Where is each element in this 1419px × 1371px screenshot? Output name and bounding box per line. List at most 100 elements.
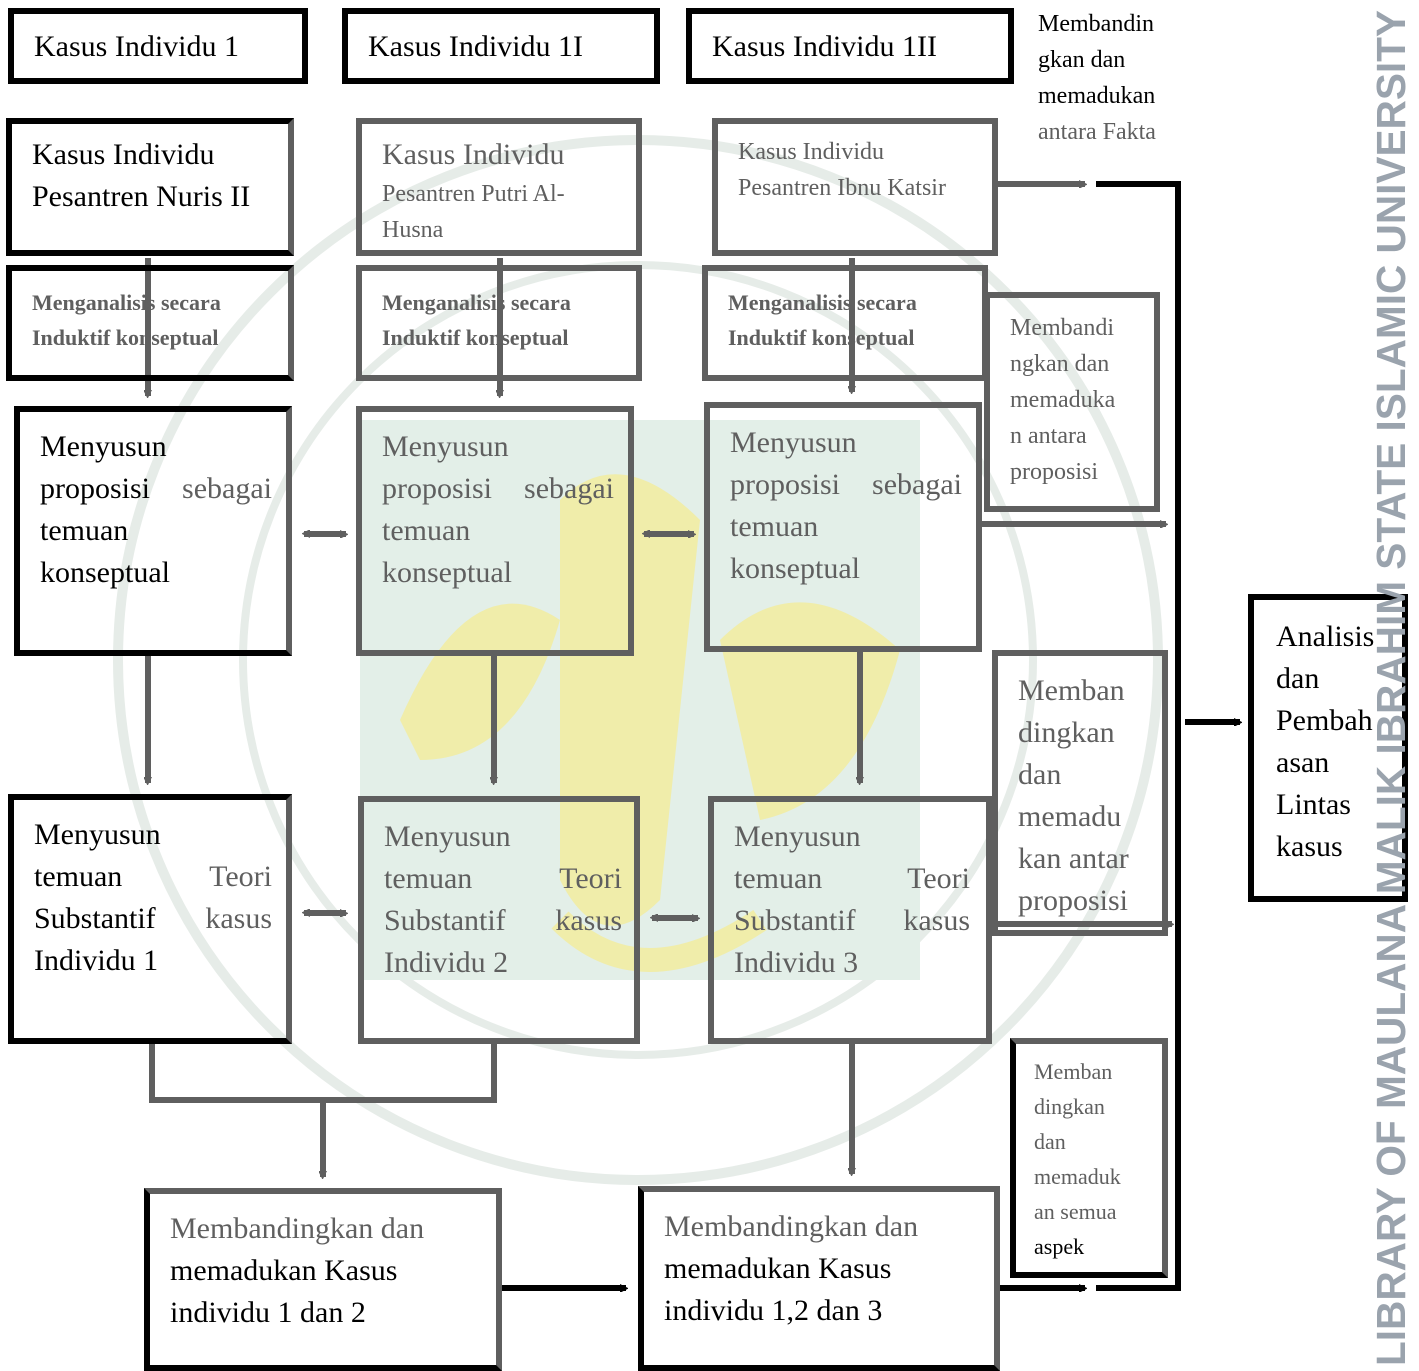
prop-line: konseptual: [40, 556, 170, 589]
note-line: memaduka: [1010, 387, 1116, 413]
note-line: Membandin: [1038, 11, 1154, 37]
analysis-line2: Induktif konseptual: [32, 325, 219, 350]
sub-word: kasus: [205, 902, 272, 935]
prop-line: Menyusun: [382, 430, 509, 463]
note-line: antara Fakta: [1038, 119, 1156, 145]
prop-word: proposisi: [382, 472, 493, 505]
compare-12-text: Membandingkan dan memadukan Kasus indivi…: [170, 1208, 424, 1334]
sub-word: Substantif: [384, 904, 506, 937]
prop-word: sebagai: [872, 468, 962, 501]
prop-word: sebagai: [182, 472, 272, 505]
compare-line: individu 1 dan 2: [170, 1296, 366, 1329]
prop-line: temuan: [40, 514, 129, 547]
sub-row: Substantif kasus: [734, 900, 970, 942]
case-2-text: Kasus Individu Pesantren Putri Al- Husna: [382, 134, 565, 248]
analysis-2-text: Menganalisis secara Induktif konseptual: [382, 285, 571, 355]
sub-word: temuan: [384, 862, 473, 895]
note-2-text: Memban dingkan dan memadu kan antar prop…: [1018, 670, 1129, 922]
note-line: memadu: [1018, 800, 1122, 833]
note-line: dan: [1018, 758, 1062, 791]
note-line: ngkan dan: [1010, 351, 1110, 377]
library-watermark: LIBRARY OF MAULANA MALIK IBRAHIM STATE I…: [1375, 10, 1414, 1366]
case-2-line3: Husna: [382, 217, 444, 243]
note-line: memadukan: [1038, 83, 1156, 109]
analysis-3-text: Menganalisis secara Induktif konseptual: [728, 285, 917, 355]
watermark-text: LIBRARY OF MAULANA MALIK IBRAHIM STATE I…: [1375, 10, 1414, 1366]
note-line: kan antar: [1018, 842, 1129, 875]
prop-word: proposisi: [40, 472, 151, 505]
prop-line: konseptual: [730, 552, 860, 585]
prop-row: proposisi sebagai: [40, 468, 272, 510]
sub-line: Individu 1: [34, 944, 159, 977]
sub-word: kasus: [903, 904, 970, 937]
sub-word: Substantif: [734, 904, 856, 937]
header-case-3: Kasus Individu 1II: [686, 8, 1014, 84]
prop-row: proposisi sebagai: [730, 464, 962, 506]
analysis-1-text: Menganalisis secara Induktif konseptual: [32, 285, 221, 355]
case-box-nuris: Kasus Individu Pesantren Nuris II: [6, 118, 294, 256]
final-line: asan: [1276, 746, 1330, 779]
case-3-line1: Kasus Individu: [738, 139, 884, 165]
note-line: dan: [1034, 1129, 1066, 1154]
note-compare-facts: Membandin gkan dan memadukan antara Fakt…: [1038, 6, 1178, 150]
case-1-text: Kasus Individu Pesantren Nuris II: [32, 134, 250, 218]
analysis-line1: Menganalisis secara: [32, 290, 221, 315]
final-cross-case-analysis: Analisis dan Pembah asan Lintas kasus: [1248, 594, 1408, 902]
case-3-text: Kasus Individu Pesantren Ibnu Katsir: [738, 134, 946, 206]
note-3-text: Memban dingkan dan memaduk an semua aspe…: [1034, 1054, 1121, 1264]
sub-line: Menyusun: [384, 820, 511, 853]
case-2-line2: Pesantren Putri Al-: [382, 181, 565, 207]
note-compare-all-aspects: Memban dingkan dan memaduk an semua aspe…: [1010, 1038, 1168, 1278]
prop-line: Menyusun: [730, 426, 857, 459]
note-line: proposisi: [1010, 459, 1099, 485]
compare-line: memadukan Kasus: [170, 1254, 398, 1287]
header-case-1-label: Kasus Individu 1: [34, 30, 239, 63]
compare-123-text: Membandingkan dan memadukan Kasus indivi…: [664, 1206, 918, 1332]
analysis-box-1: Menganalisis secara Induktif konseptual: [6, 265, 294, 381]
note-line: Membandi: [1010, 315, 1114, 341]
sub-line: Individu 3: [734, 946, 859, 979]
header-case-2: Kasus Individu 1I: [342, 8, 660, 84]
compare-line: individu 1,2 dan 3: [664, 1294, 883, 1327]
final-text: Analisis dan Pembah asan Lintas kasus: [1276, 616, 1374, 868]
final-line: Lintas: [1276, 788, 1351, 821]
note-line: memaduk: [1034, 1164, 1121, 1189]
header-case-2-label: Kasus Individu 1I: [368, 30, 583, 63]
case-box-al-husna: Kasus Individu Pesantren Putri Al- Husna: [356, 118, 642, 256]
sub-word: temuan: [34, 860, 123, 893]
note-line: dingkan: [1018, 716, 1115, 749]
compare-line: memadukan Kasus: [664, 1252, 892, 1285]
proposition-3-text: Menyusun proposisi sebagai temuan konsept…: [730, 422, 962, 590]
prop-word: proposisi: [730, 468, 841, 501]
note-line: Memban: [1034, 1059, 1113, 1084]
compare-box-1-2: Membandingkan dan memadukan Kasus indivi…: [144, 1188, 502, 1371]
final-line: kasus: [1276, 830, 1343, 863]
note-line: an semua: [1034, 1199, 1117, 1224]
analysis-line1: Menganalisis secara: [728, 290, 917, 315]
note-1-text: Membandi ngkan dan memaduka n antara pro…: [1010, 310, 1115, 490]
analysis-box-2: Menganalisis secara Induktif konseptual: [356, 265, 642, 381]
compare-line: Membandingkan dan: [664, 1210, 919, 1243]
prop-line: temuan: [730, 510, 819, 543]
prop-line: konseptual: [382, 556, 512, 589]
case-1-line2: Pesantren Nuris II: [32, 180, 251, 213]
sub-line: Menyusun: [734, 820, 861, 853]
analysis-line2: Induktif konseptual: [728, 325, 915, 350]
final-line: dan: [1276, 662, 1320, 695]
sub-word: Teori: [559, 862, 622, 895]
case-box-ibnu-katsir: Kasus Individu Pesantren Ibnu Katsir: [712, 118, 998, 256]
